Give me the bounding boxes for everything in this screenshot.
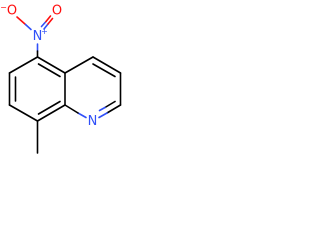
atom-o-double-symbol: O [52, 4, 62, 19]
bond-c2-n1-inner-a [104, 100, 116, 109]
atom-o-minus-charge: − [0, 3, 7, 12]
bond-c4-c3-inner [92, 63, 116, 78]
bond-n-o-double-a2 [47, 17, 54, 25]
atom-n-ring-symbol: N [88, 114, 98, 129]
bond-o-n-single-b [24, 23, 32, 31]
bond-n1-c8a-b [64, 104, 79, 114]
atom-o-double: O [52, 4, 62, 19]
molecule-structure: O − N + O N [0, 3, 122, 154]
bond-n1-c8a-a [77, 112, 87, 119]
bond-c4a-c5-inner [37, 63, 61, 78]
bond-c8-c8a-inner [37, 100, 61, 115]
bond-o-n-single [16, 16, 27, 26]
bond-c2-n1-a [106, 104, 122, 114]
bond-c2-n1-inner-b [98, 106, 106, 112]
bond-c4a-c4 [64, 56, 94, 74]
bond-n-o-double-a [43, 23, 49, 30]
bond-c5-c6 [8, 56, 39, 74]
atom-n-nitro: N + [33, 27, 48, 44]
atom-n-nitro-symbol: N [33, 29, 43, 44]
atom-o-minus-symbol: O [7, 4, 17, 19]
atom-n-ring: N [88, 114, 98, 129]
bond-c4a-c5 [36, 56, 66, 74]
bond-c4-c3 [92, 56, 122, 74]
bond-c7-c8 [8, 104, 39, 122]
bond-c2-n1-b [98, 112, 108, 119]
bond-n-o-double-b2 [45, 15, 52, 23]
bond-c8-c8a [36, 104, 66, 122]
atom-o-minus: O − [0, 3, 17, 19]
bond-n-o-double-b [40, 20, 47, 28]
atom-n-nitro-charge: + [41, 27, 48, 36]
